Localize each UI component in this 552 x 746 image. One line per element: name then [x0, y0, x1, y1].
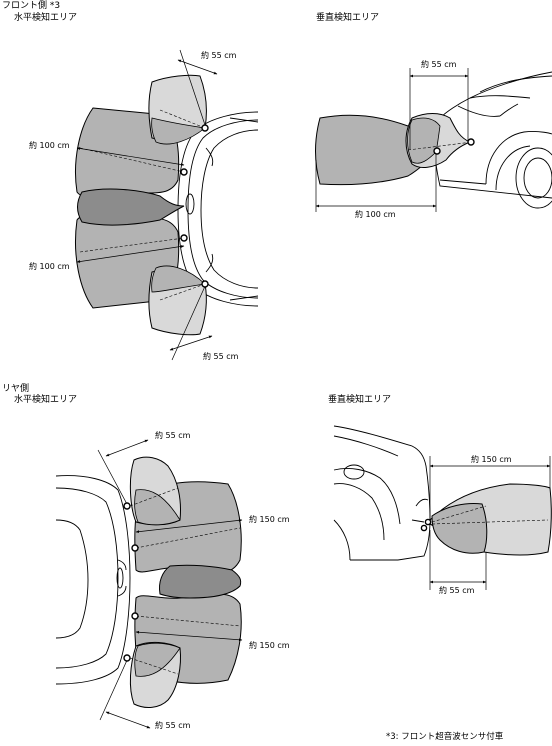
rear-title: リヤ側 — [2, 384, 30, 394]
rear-vertical-diagram — [333, 425, 552, 590]
rear-vertical-corner-dim: 約 55 cm — [438, 586, 476, 596]
front-center-middle-zone — [77, 188, 185, 226]
front-bottom-corner-dim: 約 55 cm — [202, 352, 240, 362]
rear-vertical-near-zone — [431, 503, 488, 554]
footnote: *3: フロント超音波センサ付車 — [386, 732, 504, 742]
front-horizontal-diagram — [74, 49, 259, 361]
front-title: フロント側 *3 — [2, 1, 61, 11]
rear-car-outline — [55, 475, 131, 685]
rear-corner-lower-inner — [134, 642, 181, 677]
front-vertical-corner-dim: 約 55 cm — [420, 60, 458, 70]
front-vertical-diagram — [315, 68, 552, 212]
rear-center-middle-zone — [159, 564, 242, 599]
front-upper-center-dim: 約 100 cm — [28, 141, 71, 151]
rear-sensors — [123, 502, 139, 662]
front-corner-upper-inner — [151, 117, 206, 145]
rear-upper-center-dim: 約 150 cm — [248, 515, 291, 525]
front-horizontal-title: 水平検知エリア — [14, 13, 78, 23]
rear-horizontal-title: 水平検知エリア — [14, 395, 78, 405]
front-vertical-title: 垂直検知エリア — [316, 13, 380, 23]
rear-lower-center-dim: 約 150 cm — [248, 641, 291, 651]
front-corner-lower-inner — [151, 265, 206, 293]
front-sensors — [180, 124, 209, 288]
rear-vertical-title: 垂直検知エリア — [328, 395, 392, 405]
front-lower-center-dim: 約 100 cm — [28, 262, 71, 272]
front-car-outline — [177, 111, 259, 307]
rear-horizontal-diagram — [55, 439, 243, 729]
front-top-corner-dim: 約 55 cm — [200, 51, 238, 61]
rear-top-corner-dim: 約 55 cm — [154, 431, 192, 441]
rear-vertical-center-dim: 約 150 cm — [470, 455, 513, 465]
front-vertical-center-dim: 約 100 cm — [354, 210, 397, 220]
rear-bottom-corner-dim: 約 55 cm — [154, 721, 192, 731]
rear-vertical-car-outline — [333, 425, 431, 561]
